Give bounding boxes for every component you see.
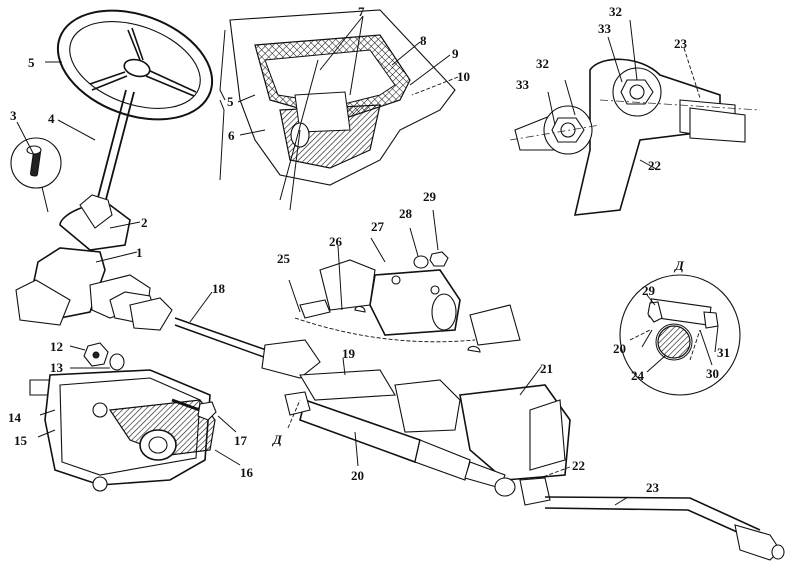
callout-22-upper: 22 — [648, 158, 661, 173]
callout-6: 6 — [228, 128, 235, 143]
callout-19: 19 — [342, 346, 356, 361]
callout-33-left: 33 — [516, 77, 530, 92]
callout-17: 17 — [234, 433, 248, 448]
power-cylinder — [284, 369, 571, 506]
callout-32-right: 32 — [609, 4, 622, 19]
callout-29-detail: 29 — [642, 283, 656, 298]
screw-detail — [10, 137, 62, 213]
callout-1: 1 — [136, 245, 143, 260]
callout-labels: 5 4 3 2 1 5 6 7 8 9 10 12 13 14 15 16 17… — [8, 4, 730, 495]
callout-5-wheel: 5 — [28, 55, 35, 70]
callout-31: 31 — [717, 345, 730, 360]
callout-28: 28 — [399, 206, 413, 221]
steering-wheel — [56, 9, 214, 121]
callout-23-upper: 23 — [674, 36, 688, 51]
callout-18: 18 — [212, 281, 226, 296]
callout-15: 15 — [14, 433, 28, 448]
callout-9: 9 — [452, 46, 459, 61]
callout-5-hub: 5 — [227, 94, 234, 109]
callout-16: 16 — [240, 465, 254, 480]
callout-2: 2 — [141, 215, 148, 230]
callout-7: 7 — [358, 4, 365, 19]
steering-column — [95, 89, 135, 208]
callout-12: 12 — [50, 339, 63, 354]
callout-27: 27 — [371, 219, 385, 234]
detail-marker-ref: Д — [272, 432, 283, 447]
intermediate-shaft — [109, 291, 321, 379]
callout-24: 24 — [631, 368, 645, 383]
detail-marker-label: Д — [674, 258, 685, 273]
callout-14: 14 — [8, 410, 22, 425]
wheel-hub-section — [219, 9, 456, 211]
leader-lines — [16, 15, 719, 506]
callout-8: 8 — [420, 33, 427, 48]
callout-20-cylinder: 20 — [351, 468, 364, 483]
callout-10: 10 — [457, 69, 470, 84]
steering-bracket — [29, 342, 217, 492]
drag-link — [544, 496, 785, 561]
callout-4: 4 — [48, 111, 55, 126]
callout-32-left: 32 — [536, 56, 549, 71]
callout-26: 26 — [329, 234, 343, 249]
callout-21: 21 — [540, 361, 553, 376]
callout-30: 30 — [706, 366, 719, 381]
callout-25: 25 — [277, 251, 291, 266]
detail-d-circle — [619, 274, 741, 396]
callout-13: 13 — [50, 360, 64, 375]
callout-22-lower: 22 — [572, 458, 585, 473]
clamp-parts — [294, 251, 521, 353]
callout-29-clamp: 29 — [423, 189, 437, 204]
tie-rod-joint-detail — [509, 58, 761, 216]
callout-20-detail: 20 — [613, 341, 626, 356]
callout-23-lower: 23 — [646, 480, 660, 495]
callout-33-right: 33 — [598, 21, 612, 36]
callout-3: 3 — [10, 108, 17, 123]
